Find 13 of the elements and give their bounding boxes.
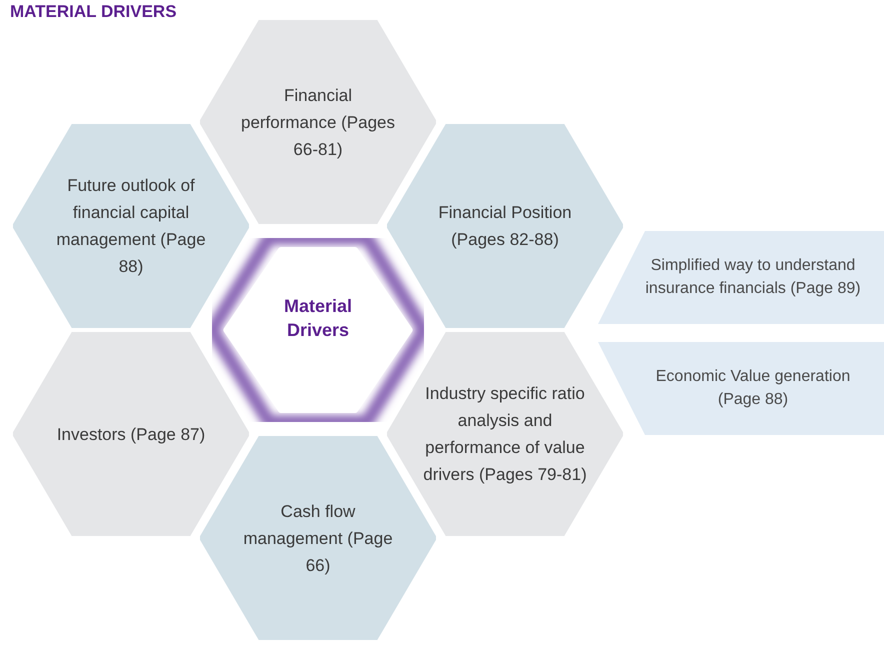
chevron-banner <box>598 230 884 324</box>
chevron-banner <box>598 342 884 434</box>
diagram-title: MATERIAL DRIVERS <box>10 2 177 22</box>
hexagon-text: Cash flow management (Page 66) <box>242 500 394 576</box>
hexagon-text: Financial performance (Pages 66-81) <box>240 84 396 160</box>
hexagon-text: Investors (Page 87) <box>56 424 206 446</box>
banner-text: Simplified way to understand insurance financials (Page 89) <box>644 256 862 299</box>
hexagon <box>200 20 436 224</box>
hexagon-text: Industry specific ratio analysis and performance of value drivers (Pages 79-81) <box>422 383 588 486</box>
center-title: Material Drivers <box>282 295 354 342</box>
hexagon-text: Financial Position (Pages 82-88) <box>437 202 573 251</box>
banner-text: Economic Value generation (Page 88) <box>654 367 852 410</box>
hexagon-text: Future outlook of financial capital management (Page 88) <box>55 175 207 278</box>
